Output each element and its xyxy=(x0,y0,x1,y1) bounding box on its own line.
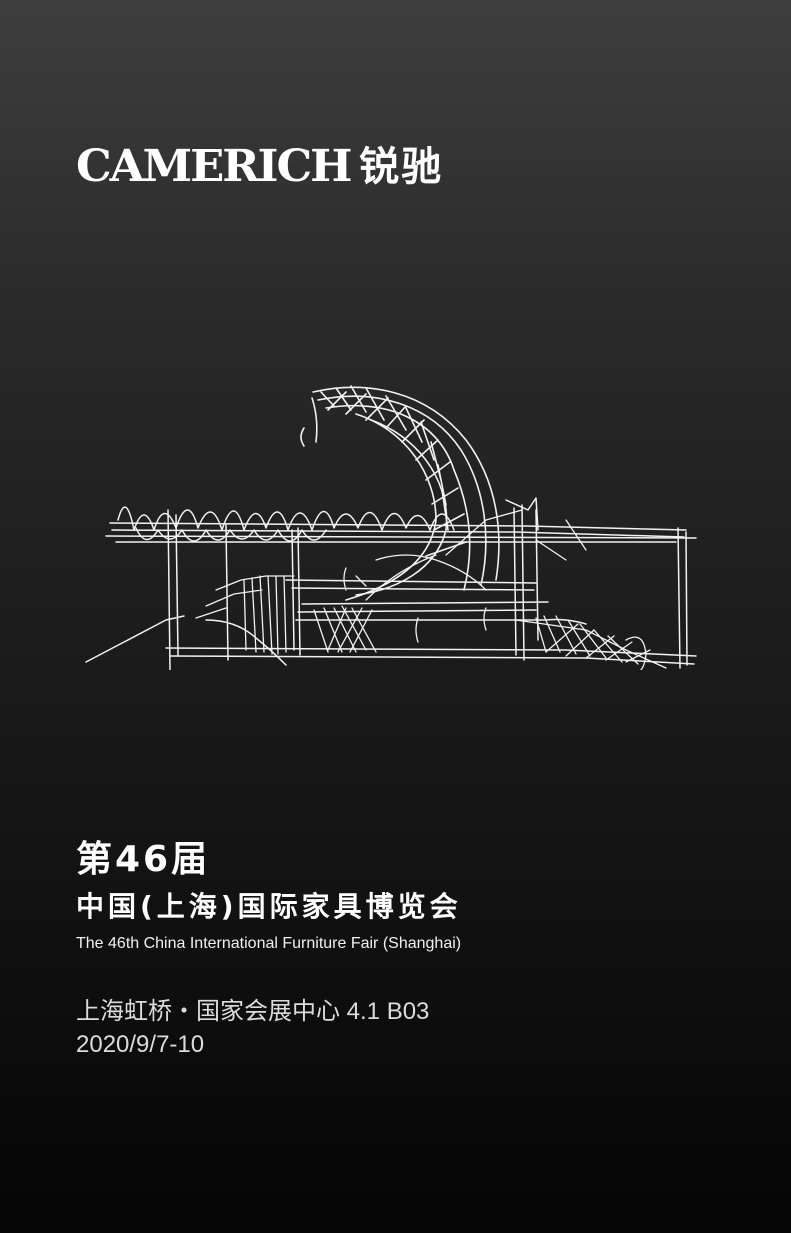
event-edition: 第46届 xyxy=(76,839,211,880)
architectural-sketch-illustration xyxy=(85,385,697,670)
brand-wordmark: CAMERICH xyxy=(76,141,353,192)
event-date: 2020/9/7-10 xyxy=(76,1031,205,1058)
event-name-english: The 46th China International Furniture F… xyxy=(76,935,462,952)
event-name-chinese: 中国(上海)国际家具博览会 xyxy=(76,890,462,923)
brand-chinese-name: 锐驰 xyxy=(359,143,444,190)
brand-logo: CAMERICH 锐驰 xyxy=(76,143,443,191)
event-venue: 上海虹桥・国家会展中心 4.1 B03 xyxy=(76,998,430,1025)
